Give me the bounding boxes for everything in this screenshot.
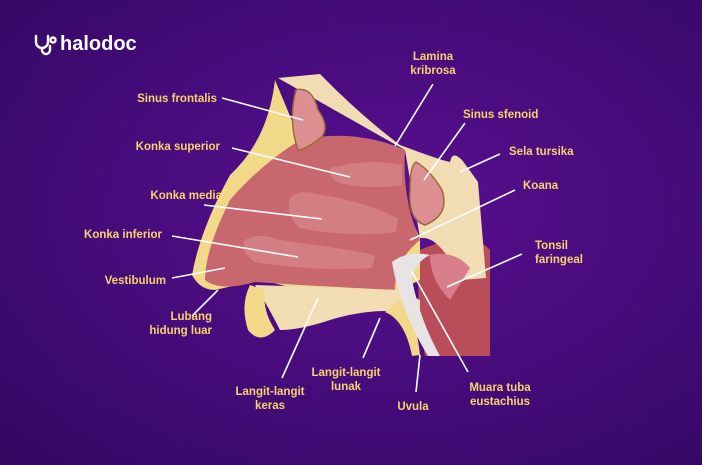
labels: Sinus frontalis Konka superior Konka med… — [84, 51, 583, 413]
label-sinus-frontalis: Sinus frontalis — [137, 93, 217, 105]
label-konka-inferior: Konka inferior — [84, 229, 162, 241]
frontal-sinus — [291, 88, 326, 151]
label-langit-langit-lunak-1: Langit-langit — [312, 367, 381, 379]
stethoscope-icon — [34, 34, 57, 56]
pharyngeal-tonsil — [430, 253, 470, 300]
inferior-concha — [243, 236, 375, 270]
label-sinus-sfenoid: Sinus sfenoid — [463, 109, 538, 121]
label-sela-tursika: Sela tursika — [509, 146, 574, 158]
label-lubang-hidung-luar-1: Lubang — [170, 311, 212, 323]
label-vestibulum: Vestibulum — [105, 275, 166, 287]
label-langit-langit-keras-1: Langit-langit — [236, 386, 305, 398]
middle-concha — [288, 192, 398, 235]
hard-palate — [255, 285, 420, 330]
label-lamina-kribrosa-1: Lamina — [413, 51, 454, 63]
label-muara-tuba-2: eustachius — [470, 396, 530, 408]
lip — [244, 285, 275, 338]
soft-palate — [385, 300, 420, 356]
label-koana: Koana — [523, 180, 559, 192]
label-tonsil-faringeal-2: faringeal — [535, 254, 583, 266]
halodoc-logo: halodoc — [34, 33, 137, 56]
label-lamina-kribrosa-2: kribrosa — [410, 65, 456, 77]
leader-lines — [171, 83, 523, 393]
label-langit-langit-lunak-2: lunak — [331, 381, 362, 393]
label-lubang-hidung-luar-2: hidung luar — [149, 325, 212, 337]
brand-name: halodoc — [60, 33, 137, 55]
superior-concha — [329, 162, 402, 188]
label-langit-langit-keras-2: keras — [255, 400, 285, 412]
label-tonsil-faringeal-1: Tonsil — [535, 240, 568, 252]
label-konka-superior: Konka superior — [136, 141, 221, 153]
eustachian-tube-opening — [392, 253, 440, 356]
label-konka-media: Konka media — [150, 190, 222, 202]
sphenoid-sinus — [409, 161, 445, 226]
label-uvula: Uvula — [397, 401, 429, 413]
anatomy-illustration — [192, 74, 490, 356]
label-muara-tuba-1: Muara tuba — [469, 382, 531, 394]
